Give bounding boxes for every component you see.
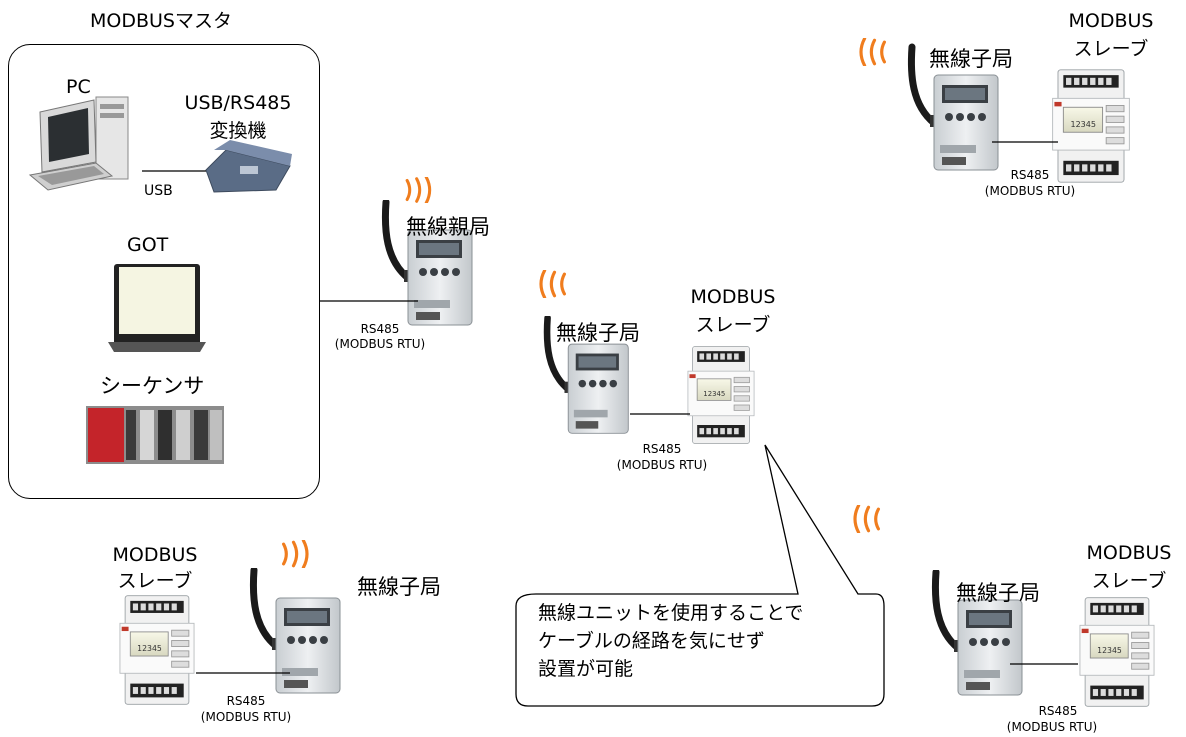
- sequencer-label: シーケンサ: [100, 374, 205, 398]
- master-title: MODBUSマスタ: [90, 10, 232, 32]
- bottomleft-rs485-label: RS485: [226, 694, 266, 708]
- topright-rs485-label: RS485: [1010, 168, 1050, 182]
- converter-label-line2: 変換機: [209, 120, 267, 142]
- modbus-master-group: [8, 44, 320, 499]
- usb-rs485-converter-icon: [205, 140, 292, 193]
- callout-bubble: [515, 444, 885, 707]
- bottomleft-wave-icon: [281, 540, 309, 568]
- center-rs485-label: RS485: [642, 442, 682, 456]
- callout-line2: ケーブルの経路を気にせず: [538, 630, 765, 652]
- center-slave-meter-icon: [687, 346, 755, 444]
- parent-station-label: 無線親局: [406, 215, 490, 239]
- got-label: GOT: [127, 234, 169, 256]
- bottomleft-slave-meter-icon: [119, 595, 195, 705]
- topright-wave-icon: [859, 38, 887, 66]
- center-child-label: 無線子局: [556, 321, 640, 345]
- bottomleft-slave-label-line2: スレーブ: [117, 570, 193, 592]
- topright-slave-meter-icon: [1052, 69, 1130, 183]
- usb-label: USB: [144, 183, 173, 199]
- callout-line3: 設置が可能: [538, 658, 634, 680]
- bottomleft-protocol-label: (MODBUS RTU): [200, 710, 292, 724]
- bottomleft-radio-unit-icon: [253, 570, 340, 693]
- bottomright-slave-meter-icon: [1079, 597, 1155, 707]
- topright-slave-label-line1: MODBUS: [1068, 10, 1154, 32]
- bottomright-wave-icon: [853, 505, 881, 533]
- topright-child-label: 無線子局: [929, 47, 1013, 71]
- parent-wave-icon: [405, 177, 432, 203]
- bottomright-slave-label-line1: MODBUS: [1086, 542, 1172, 564]
- bottomleft-slave-label-line1: MODBUS: [112, 544, 198, 566]
- pc-icon: [28, 96, 129, 191]
- bottomright-child-label: 無線子局: [956, 581, 1040, 605]
- parent-protocol-label: (MODBUS RTU): [334, 337, 426, 351]
- topright-slave-label-line2: スレーブ: [1073, 38, 1149, 60]
- sequencer-icon: [86, 406, 224, 464]
- bottomright-protocol-label: (MODBUS RTU): [1006, 720, 1098, 734]
- bottomright-slave-label-line2: スレーブ: [1091, 570, 1167, 592]
- center-protocol-label: (MODBUS RTU): [616, 458, 708, 472]
- topright-protocol-label: (MODBUS RTU): [984, 184, 1076, 198]
- parent-rs485-label: RS485: [360, 322, 400, 336]
- bottomleft-child-label: 無線子局: [357, 575, 441, 599]
- center-slave-label-line1: MODBUS: [690, 286, 776, 308]
- pc-label: PC: [66, 76, 91, 98]
- bottomright-rs485-label: RS485: [1038, 704, 1078, 718]
- converter-label-line1: USB/RS485: [184, 92, 292, 114]
- callout-line1: 無線ユニットを使用することで: [538, 602, 804, 624]
- center-wave-icon: [539, 270, 567, 298]
- got-icon: [108, 264, 206, 352]
- center-slave-label-line2: スレーブ: [695, 314, 771, 336]
